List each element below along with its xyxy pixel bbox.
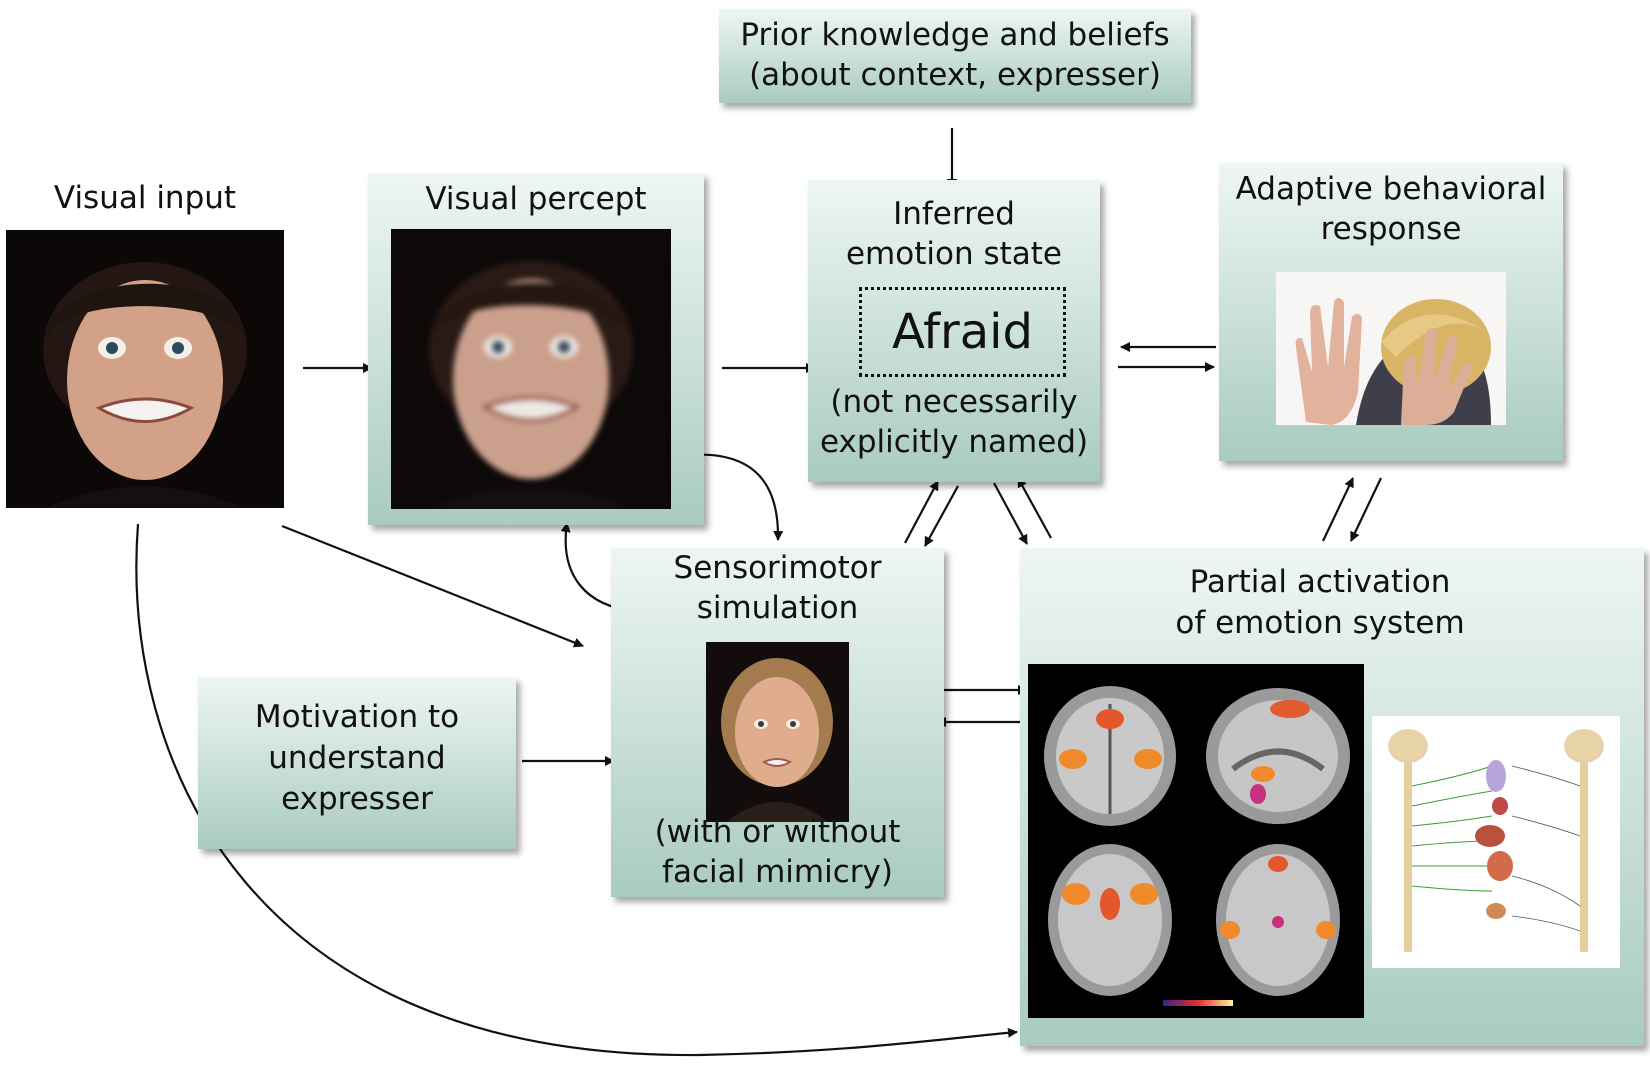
arrow-input-to-sensorimotor bbox=[281, 524, 584, 648]
arrow-inferred-to-sensorimotor bbox=[924, 485, 959, 547]
prior-knowledge-line2: (about context, expresser) bbox=[749, 57, 1161, 93]
arrow-activation-to-inferred bbox=[1017, 477, 1052, 539]
autonomic-nervous-system-chart bbox=[1372, 716, 1620, 968]
visual-input-title: Visual input bbox=[53, 180, 237, 216]
sensorimotor-note1: (with or without bbox=[654, 814, 901, 850]
sensorimotor-line1: Sensorimotor bbox=[673, 550, 882, 586]
partial-activation-line2: of emotion system bbox=[1175, 605, 1465, 641]
afraid-dashed-box: Afraid bbox=[859, 287, 1066, 377]
hands-shielding-photo bbox=[1276, 272, 1506, 425]
face-photo-male-fear bbox=[6, 230, 284, 508]
inferred-emotion-box: Inferred emotion state Afraid (not neces… bbox=[808, 180, 1100, 482]
prior-knowledge-box: Prior knowledge and beliefs (about conte… bbox=[719, 9, 1191, 103]
motivation-line3: expresser bbox=[281, 781, 433, 817]
arrow-percept-to-sensorimotor bbox=[687, 453, 784, 541]
partial-activation-box: Partial activation of emotion system bbox=[1020, 548, 1644, 1046]
inferred-emotion-note1: (not necessarily bbox=[830, 384, 1078, 420]
sensorimotor-note2: facial mimicry) bbox=[662, 854, 893, 890]
inferred-emotion-note2: explicitly named) bbox=[819, 424, 1089, 460]
inferred-emotion-line1: Inferred bbox=[893, 196, 1015, 232]
visual-percept-box: Visual percept bbox=[368, 173, 704, 525]
afraid-label: Afraid bbox=[892, 304, 1033, 360]
arrow-activation-to-adaptive bbox=[1322, 477, 1354, 542]
prior-knowledge-line1: Prior knowledge and beliefs bbox=[740, 17, 1170, 53]
arrow-adaptive-to-activation bbox=[1350, 477, 1382, 542]
adaptive-response-line2: response bbox=[1320, 211, 1462, 247]
adaptive-response-line1: Adaptive behavioral bbox=[1235, 171, 1547, 207]
inferred-emotion-line2: emotion state bbox=[845, 236, 1062, 272]
adaptive-response-box: Adaptive behavioral response bbox=[1219, 163, 1563, 461]
sensorimotor-box: Sensorimotor simulation (with or without… bbox=[611, 548, 944, 897]
arrow-sensorimotor-to-inferred bbox=[904, 480, 939, 544]
partial-activation-line1: Partial activation bbox=[1189, 564, 1451, 600]
arrow-input-to-activation bbox=[135, 523, 1018, 1057]
motivation-line2: understand bbox=[268, 740, 446, 776]
face-photo-female-fear bbox=[706, 642, 849, 822]
arrow-inferred-to-activation bbox=[993, 482, 1028, 545]
motivation-line1: Motivation to bbox=[254, 699, 460, 735]
visual-percept-title: Visual percept bbox=[425, 181, 647, 217]
brain-fmri-scans bbox=[1028, 664, 1364, 1018]
sensorimotor-line2: simulation bbox=[696, 590, 859, 626]
motivation-box: Motivation to understand expresser bbox=[198, 677, 516, 849]
face-photo-male-fear-blurred bbox=[391, 229, 671, 509]
